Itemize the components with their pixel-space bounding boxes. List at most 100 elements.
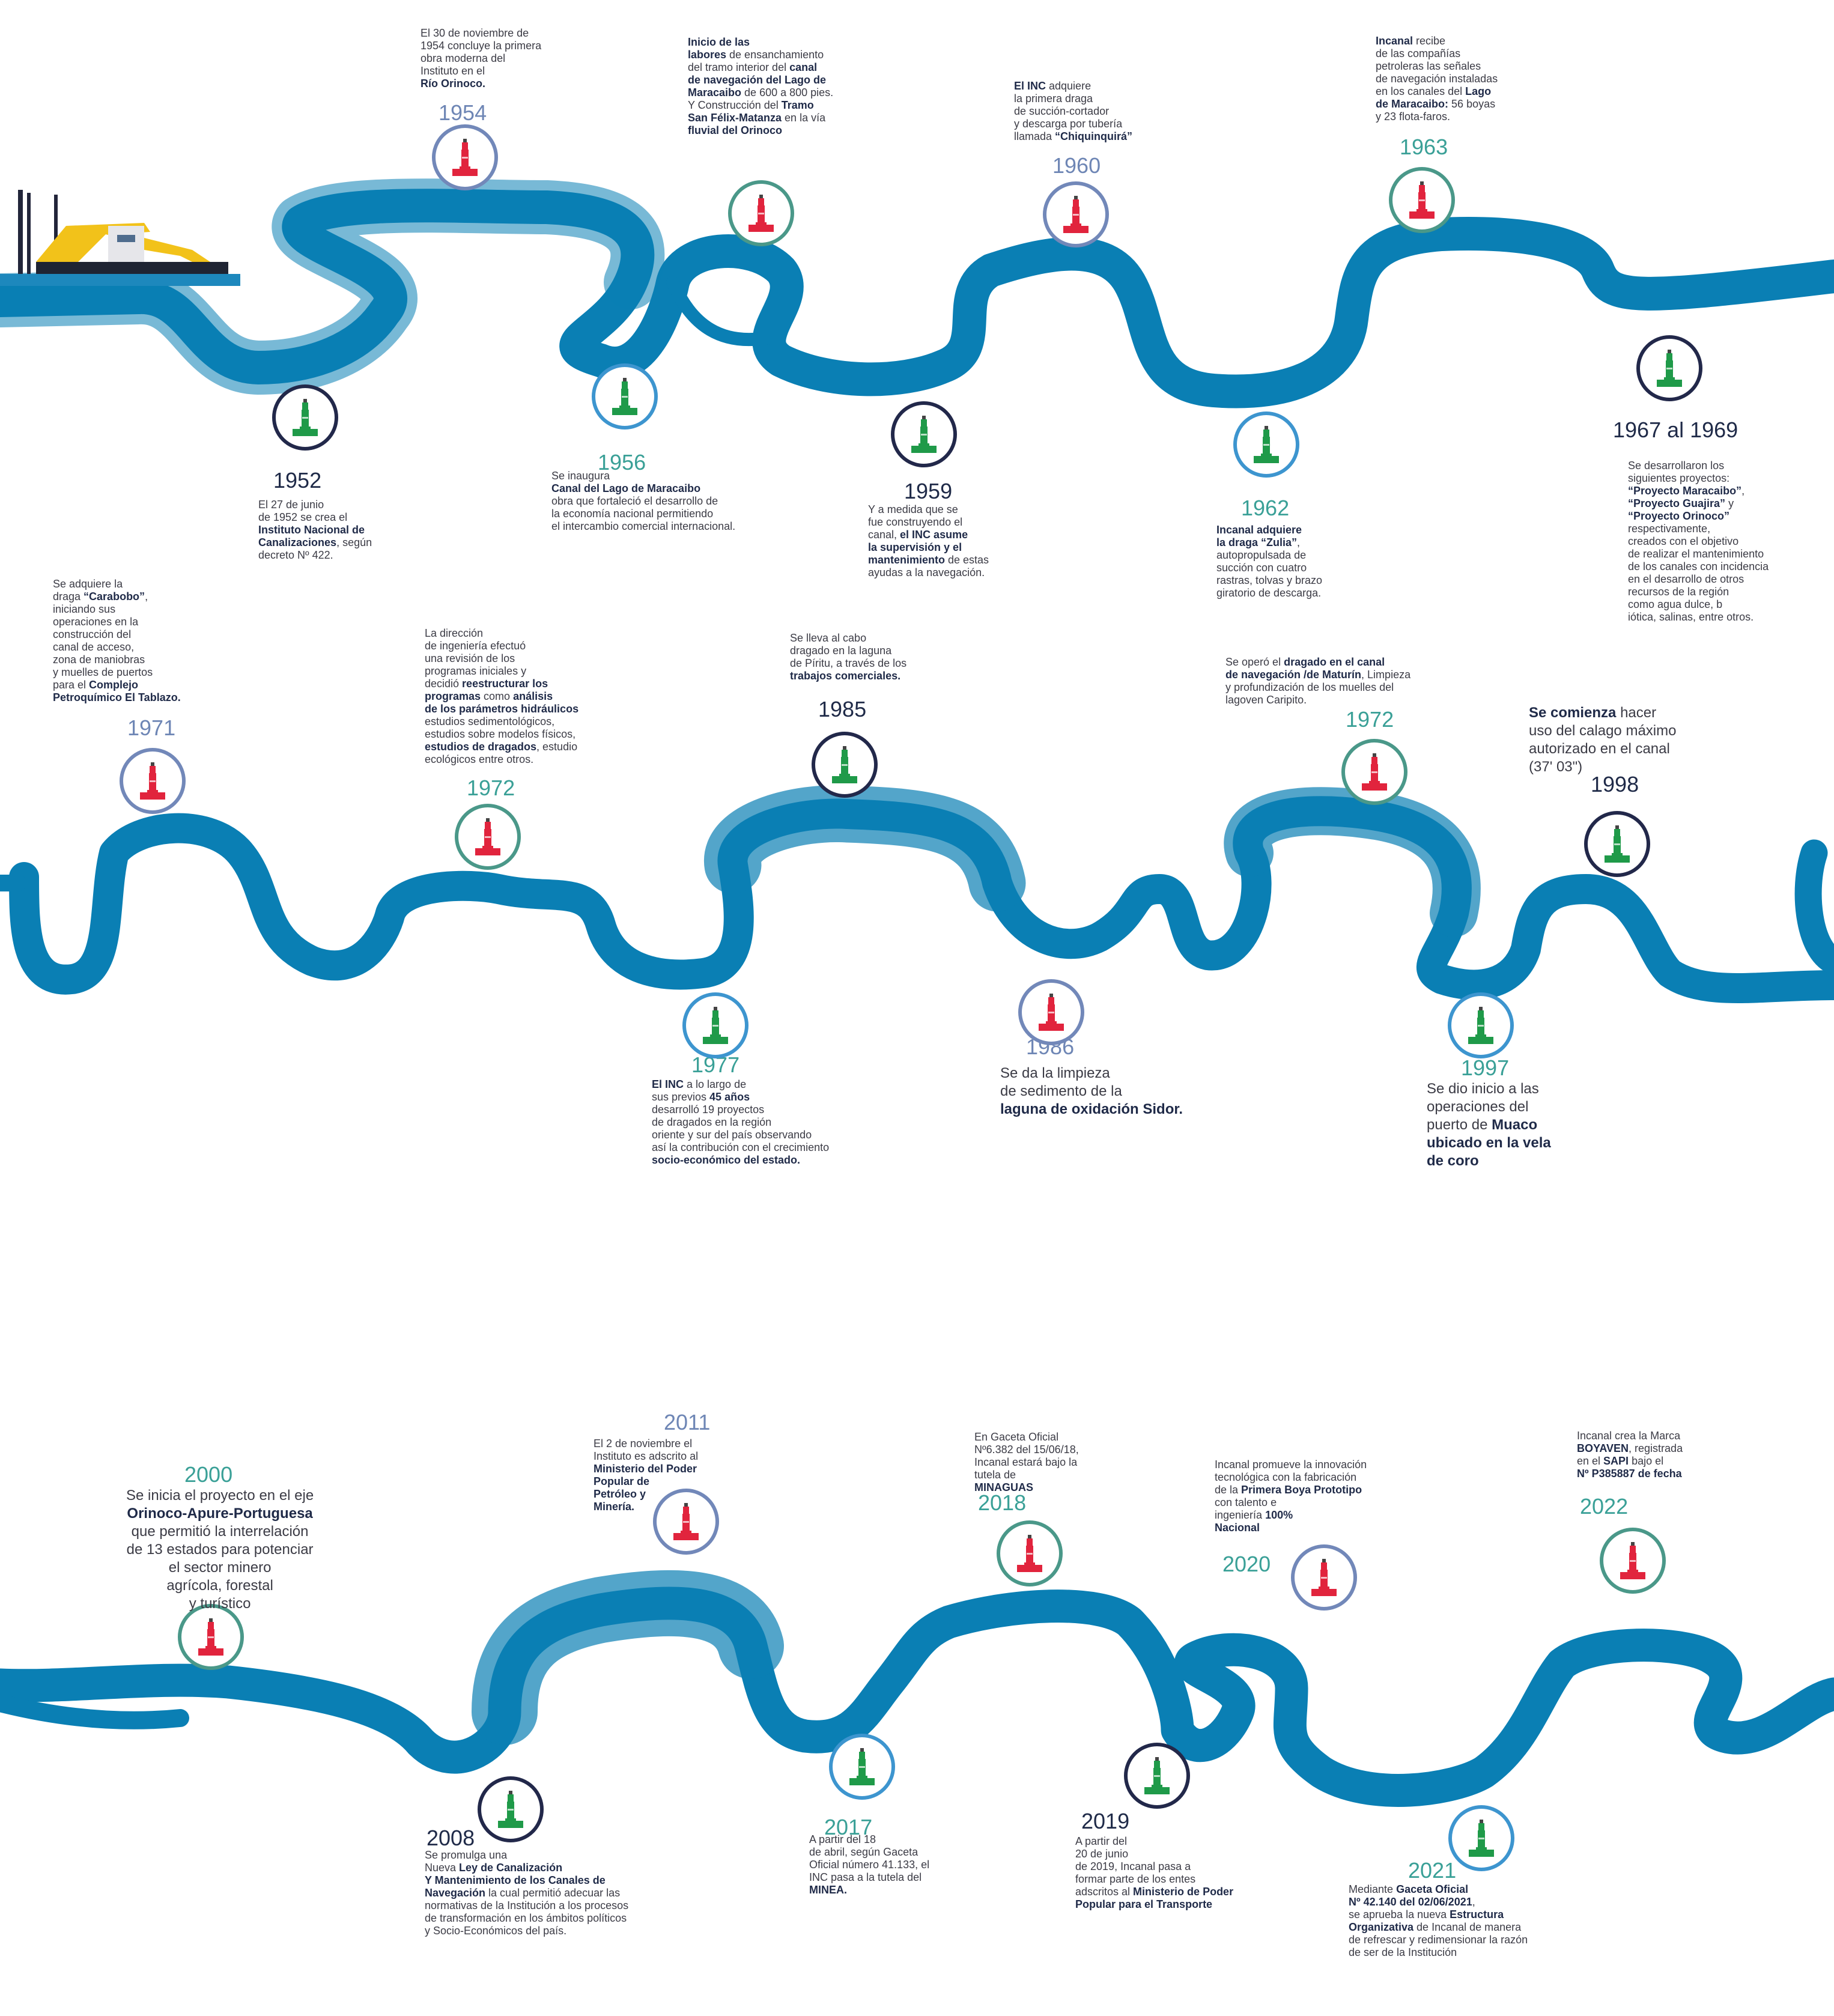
text: y Socio-Económicos del país.: [425, 1925, 567, 1937]
event-description-line: draga “Carabobo”,: [53, 591, 181, 603]
event-description-line: rastras, tolvas y brazo: [1216, 574, 1322, 587]
event-description-line: que permitió la interrelación: [126, 1523, 314, 1541]
event-description-line: en los canales del Lago: [1376, 85, 1498, 98]
event-description-line: succión con cuatro: [1216, 562, 1322, 574]
text: En Gaceta Oficial: [974, 1431, 1059, 1443]
bold-text: “Carabobo”: [84, 591, 145, 603]
text: que permitió la interrelación: [131, 1523, 309, 1540]
event-description-line: A partir del 18: [809, 1833, 929, 1846]
text: ,: [145, 591, 148, 603]
event-description-line: así la contribución con el crecimiento: [652, 1141, 829, 1154]
event-description-line: de ser de la Institución: [1349, 1946, 1528, 1959]
dredge-ship-illustration: [0, 190, 240, 286]
text: Nueva: [425, 1862, 460, 1874]
event-description-line: Ministerio del Poder: [594, 1463, 698, 1475]
bold-text: la supervisión y el: [868, 541, 962, 553]
text: de ensanchamiento: [726, 49, 824, 61]
bold-text: fluvial del Orinoco: [688, 124, 783, 136]
event-description-line: programas como análisis: [425, 690, 578, 703]
event-description-line: iniciando sus: [53, 603, 181, 616]
text: de realizar el mantenimiento: [1628, 548, 1764, 560]
text: tutela de: [974, 1469, 1016, 1481]
text: (37' 03"): [1529, 759, 1583, 775]
event-description-line: canal de acceso,: [53, 641, 181, 654]
event-description-line: La dirección: [425, 627, 578, 640]
bold-text: socio-económico del estado.: [652, 1154, 801, 1166]
red-buoy-icon: [455, 804, 521, 870]
red-buoy-icon: [1291, 1544, 1357, 1611]
event-description-line: del tramo interior del canal: [688, 61, 833, 74]
event-description-line: “Proyecto Maracaibo”,: [1628, 485, 1769, 497]
bold-text: la draga: [1216, 536, 1262, 548]
bold-text: Y Mantenimiento de los Canales de: [425, 1874, 606, 1886]
event-description-line: trabajos comerciales.: [790, 670, 906, 682]
event-description-line: tutela de: [974, 1469, 1079, 1481]
text: de la: [1215, 1484, 1242, 1496]
event-description-line: de Maracaibo: 56 boyas: [1376, 98, 1498, 111]
text: estudios sedimentológicos,: [425, 715, 555, 727]
event-description-line: de los parámetros hidráulicos: [425, 703, 578, 715]
event-description-line: como agua dulce, b: [1628, 598, 1769, 611]
red-buoy-icon: [1389, 167, 1455, 233]
text: Se dio inicio a las: [1427, 1081, 1539, 1097]
text: en la vía: [782, 112, 826, 124]
text: decreto Nº 422.: [258, 549, 333, 561]
bold-text: Organizativa: [1349, 1921, 1414, 1933]
text: Mediante: [1349, 1883, 1397, 1895]
text: Se inaugura: [551, 470, 610, 482]
event-description-line: Navegación la cual permitió adecuar las: [425, 1887, 628, 1899]
bold-text: Estructura: [1450, 1908, 1504, 1920]
text: zona de maniobras: [53, 654, 145, 666]
event-year: 1972: [1346, 707, 1394, 732]
bold-text: de Maracaibo:: [1376, 98, 1449, 110]
event-description-line: Se operó el dragado en el canal: [1225, 656, 1410, 669]
text: de los canales con incidencia: [1628, 560, 1769, 572]
event-year: 2011: [664, 1410, 711, 1435]
event-description-line: puerto de Muaco: [1427, 1116, 1551, 1134]
event-description-line: Instituto Nacional de: [258, 524, 372, 536]
text: Se desarrollaron los: [1628, 460, 1725, 472]
text: adscritos al: [1075, 1886, 1134, 1898]
red-buoy-icon: [1018, 979, 1084, 1045]
bold-text: de los parámetros hidráulicos: [425, 703, 579, 715]
bold-text: Ministerio de Poder: [1133, 1886, 1234, 1898]
text: autopropulsada de: [1216, 549, 1307, 561]
event-description-line: Inicio de las: [688, 36, 833, 49]
event-description-line: petroleras las señales: [1376, 60, 1498, 73]
bold-text: Orinoco-Apure-Portuguesa: [127, 1505, 313, 1522]
bold-text: San Félix-Matanza: [688, 112, 782, 124]
event-description-line: y turístico: [126, 1595, 314, 1613]
event-description-line: Nº6.382 del 15/06/18,: [974, 1444, 1079, 1456]
event-description-line: Se inaugura: [551, 470, 735, 482]
text: se aprueba la nueva: [1349, 1908, 1450, 1920]
text: de las compañías: [1376, 47, 1461, 59]
red-buoy-icon: [1043, 181, 1109, 247]
event-description-line: adscritos al Ministerio de Poder: [1075, 1886, 1233, 1898]
text: decidió: [425, 678, 463, 690]
text: ,: [1472, 1896, 1475, 1908]
event-description-line: decidió reestructurar los: [425, 678, 578, 690]
red-buoy-icon: [432, 124, 498, 190]
event-year: 2021: [1408, 1858, 1457, 1883]
event-description-line: tecnológica con la fabricación: [1215, 1471, 1367, 1484]
text: en el: [1577, 1455, 1604, 1467]
text: de estas: [945, 554, 989, 566]
bold-text: Popular de: [594, 1475, 650, 1487]
text: La dirección: [425, 627, 484, 639]
bold-text: el INC asume: [900, 529, 968, 541]
text: la primera draga: [1014, 93, 1093, 105]
event-description-line: de navegación del Lago de: [688, 74, 833, 87]
bold-text: MINEA.: [809, 1884, 847, 1896]
text: construcción del: [53, 628, 132, 640]
bold-text: mantenimiento: [868, 554, 946, 566]
event-description-line: Mediante Gaceta Oficial: [1349, 1883, 1528, 1896]
text: y turístico: [189, 1595, 251, 1612]
river-row-3: [0, 1570, 1834, 1807]
